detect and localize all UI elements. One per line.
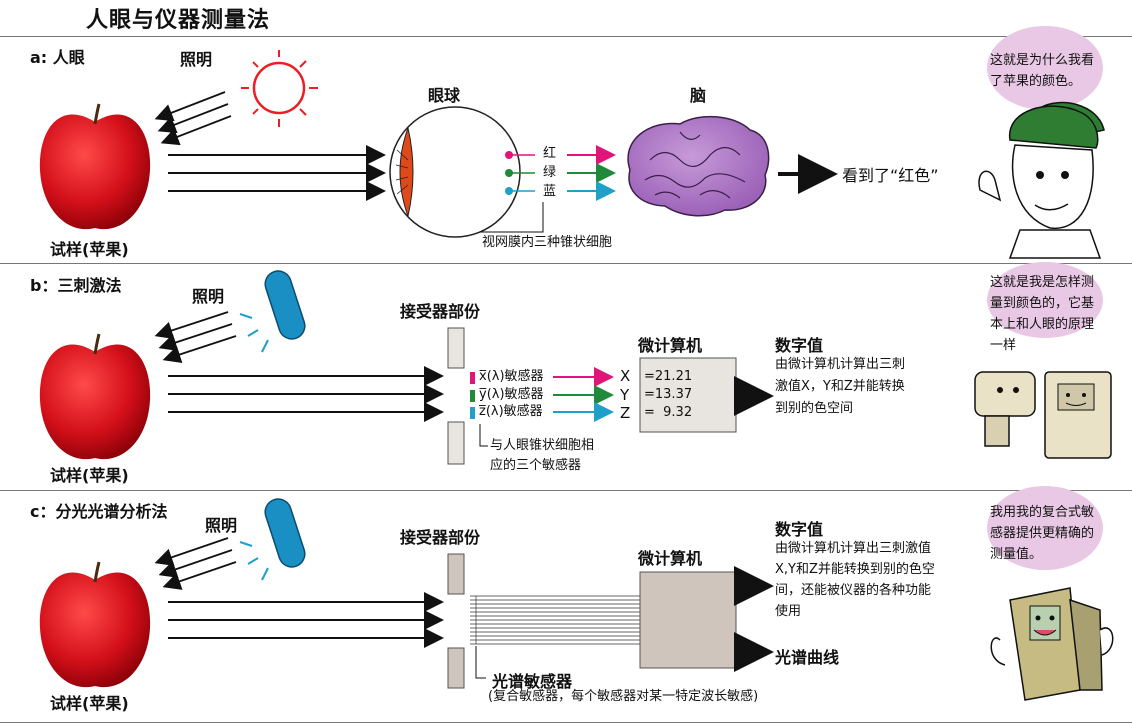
sample-label: 试样(苹果): [50, 240, 129, 259]
divider: [0, 490, 1132, 491]
section-b-label: b：三刺激法: [30, 276, 122, 295]
value-y: =13.37: [644, 387, 693, 402]
speech-bubble: [987, 486, 1103, 570]
result-text: 看到了“红色”: [842, 166, 939, 185]
green-label: 绿: [543, 165, 557, 180]
digital-title: 数字值: [775, 336, 824, 355]
divider: [0, 263, 1132, 264]
sensor-note: 与人眼锥状细胞相 应的三个敏感器: [490, 438, 595, 473]
digital-title: 数字值: [775, 520, 824, 539]
spectrophotometer-illustration: [990, 587, 1114, 701]
axis-y: Y: [620, 386, 630, 404]
sensor-y-label: y̅(λ)敏感器: [479, 387, 544, 402]
lighting-label: 照明: [192, 287, 225, 306]
digital-desc: 由微计算机计算出三刺 激值X，Y和Z并能转换 到别的色空间: [775, 357, 906, 416]
page-title: 人眼与仪器测量法: [86, 8, 271, 33]
section-c-label: c：分光光谱分析法: [30, 502, 168, 521]
cone-note: 视网膜内三种锥状细胞: [482, 235, 613, 250]
bubble-text-c: 我用我的复合式敏 感器提供更精确的 测量值。: [990, 505, 1095, 562]
speech-bubble: [987, 26, 1103, 110]
sensor-x-label: x̅(λ)敏感器: [479, 369, 544, 384]
spectral-sensor-label: 光谱敏感器: [492, 672, 573, 691]
eyeball: [389, 106, 521, 238]
divider: [0, 722, 1132, 723]
eyeball-label: 眼球: [428, 86, 461, 105]
blue-label: 蓝: [543, 184, 557, 199]
spectral-note: (复合敏感器，每个敏感器对某一特定波长敏感): [488, 689, 759, 704]
computer-label: 微计算机: [638, 336, 703, 355]
section-a-label: a: 人眼: [30, 48, 85, 67]
value-z: = 9.32: [644, 405, 693, 420]
axis-x: X: [620, 367, 631, 385]
brain-label: 脑: [690, 86, 707, 105]
reflected-rays-c: [168, 592, 444, 648]
spectral-curve-label: 光谱曲线: [775, 648, 840, 667]
bubble-text-b: 这就是我是怎样测 量到颜色的，它基 本上和人眼的原理 一样: [990, 275, 1095, 353]
light-rays-c: [154, 537, 237, 590]
receiver-label: 接受器部份: [400, 302, 481, 321]
red-label: 红: [543, 146, 557, 161]
value-x: =21.21: [644, 369, 693, 384]
sensor-z-label: z̅(λ)敏感器: [479, 404, 543, 419]
colorimeter-illustration: [974, 371, 1112, 459]
apple-b: [39, 333, 151, 460]
brain-icon: [627, 115, 770, 217]
lamp-icon: [239, 498, 306, 581]
receiver-label: 接受器部份: [400, 528, 481, 547]
digital-desc: 由微计算机计算出三刺激值 X,Y和Z并能转换到别的色空 间，还能被仪器的各种功能…: [775, 541, 935, 619]
sun-icon: [241, 50, 318, 127]
apple-c: [39, 561, 151, 688]
sample-label: 试样(苹果): [50, 466, 129, 485]
computer-label: 微计算机: [638, 549, 703, 568]
axis-z: Z: [620, 404, 631, 422]
boy-character: [978, 101, 1105, 259]
lighting-label: 照明: [205, 516, 238, 535]
divider: [0, 36, 1132, 37]
reflected-rays-a: [168, 145, 386, 201]
lighting-label: 照明: [180, 50, 213, 69]
sample-label: 试样(苹果): [50, 694, 129, 713]
light-rays-b: [154, 311, 237, 364]
light-rays-a: [154, 91, 232, 146]
bubble-text-a: 这就是为什么我看 了苹果的颜色。: [990, 53, 1095, 89]
speech-bubble: [987, 262, 1103, 338]
spectral-lines: [470, 595, 640, 645]
lamp-icon: [239, 270, 306, 353]
apple-a: [39, 103, 151, 230]
reflected-rays-b: [168, 366, 444, 422]
